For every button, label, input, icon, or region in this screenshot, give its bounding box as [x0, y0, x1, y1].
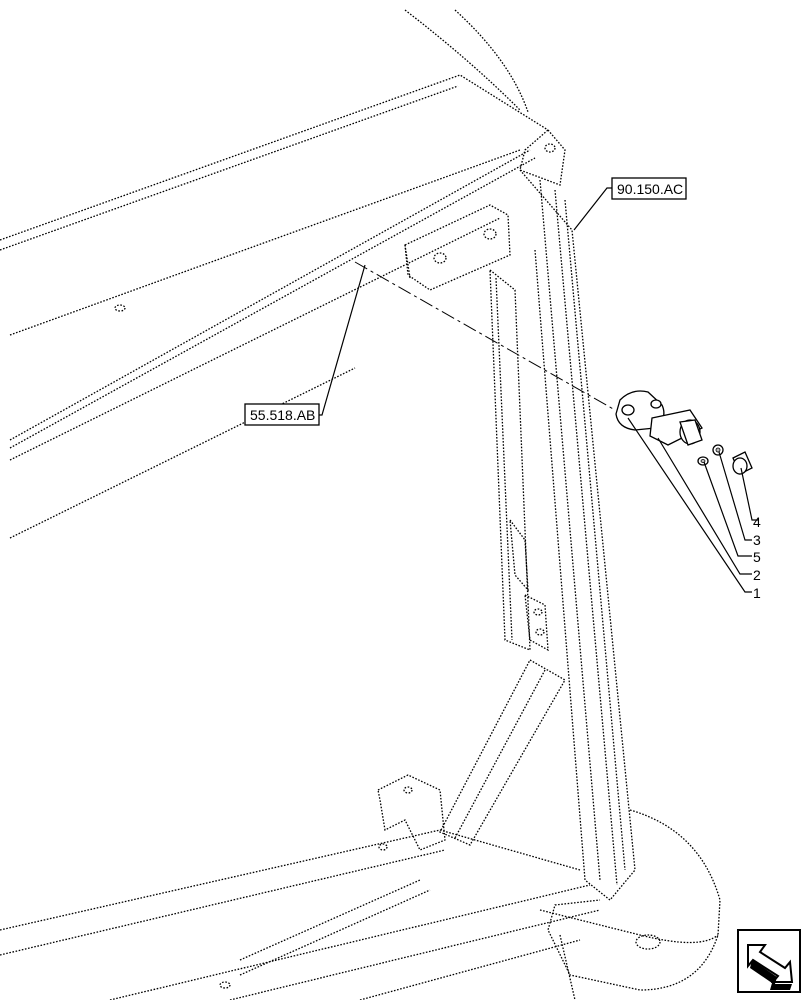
part-5-nut	[697, 456, 709, 466]
assembly-centerline	[354, 261, 616, 411]
part-label-3: 3	[753, 532, 761, 548]
reference-upper-callout[interactable]: 90.150.AC	[573, 177, 687, 231]
reference-lower-callout[interactable]: 55.518.AB	[244, 264, 366, 426]
part-2-housing	[649, 409, 703, 446]
part-label-2: 2	[753, 567, 761, 583]
part-4-cap	[732, 451, 753, 475]
part-label-4: 4	[753, 514, 761, 530]
cab-frame	[0, 9, 721, 1000]
part-3-washer	[712, 444, 724, 456]
part-label-5: 5	[753, 549, 761, 565]
reference-lower-label: 55.518.AB	[250, 407, 315, 423]
navigation-arrow-icon[interactable]	[737, 929, 801, 993]
part-label-1: 1	[753, 585, 761, 601]
reference-upper-label: 90.150.AC	[617, 181, 683, 197]
part-leaders	[627, 417, 758, 593]
